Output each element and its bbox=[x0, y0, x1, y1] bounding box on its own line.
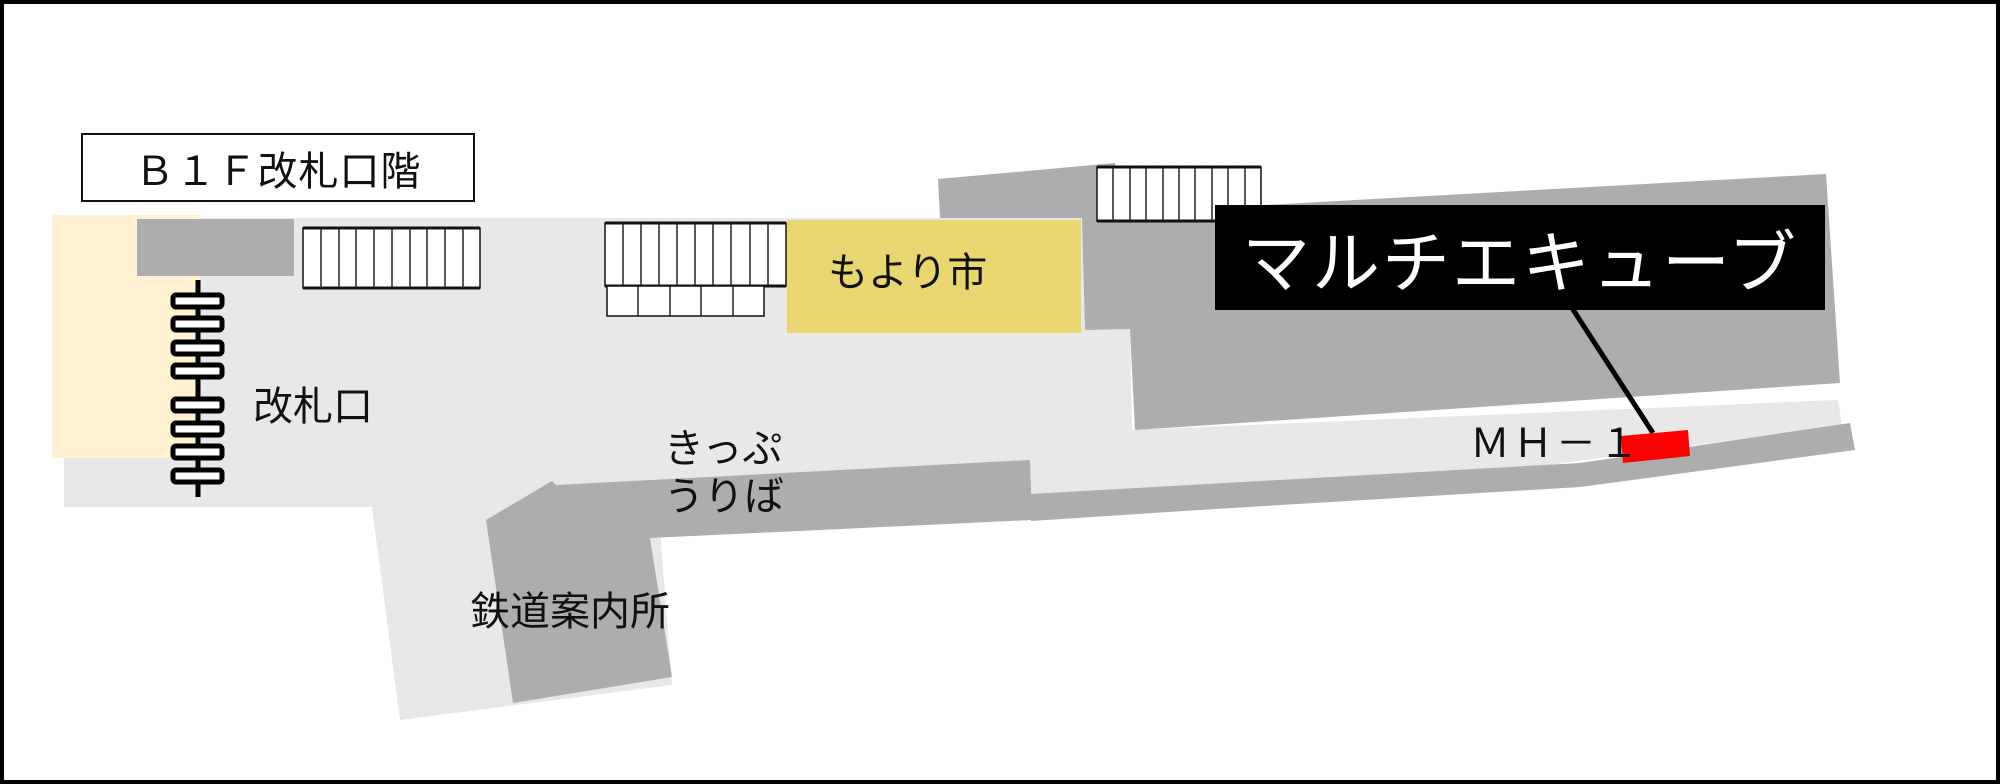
callout-multi-ecube[interactable]: マルチエキューブ bbox=[1215, 205, 1825, 310]
label-shop: もより市 bbox=[828, 250, 988, 296]
label-ticket-office-line2: うりば bbox=[664, 474, 784, 520]
label-ticket-office-line1: きっぷ bbox=[664, 426, 783, 472]
label-ticket-gate: 改札口 bbox=[253, 384, 373, 430]
stairs-left bbox=[302, 226, 481, 290]
label-ticket-office: きっぷ うりば bbox=[664, 425, 784, 521]
shop-moyori-ichi[interactable] bbox=[787, 220, 1081, 333]
stairs-center bbox=[604, 221, 787, 317]
label-railway-info: 鉄道案内所 bbox=[470, 589, 670, 635]
wall-ticket-office bbox=[486, 423, 1855, 703]
floor-label: Ｂ１Ｆ改札口階 bbox=[81, 133, 475, 202]
ticket-gates bbox=[170, 280, 225, 497]
marker-mh1[interactable] bbox=[1621, 430, 1690, 463]
callout-leader-line bbox=[1569, 306, 1656, 435]
wall-block-gate bbox=[137, 219, 294, 276]
label-marker: ＭＨ－１ bbox=[1470, 421, 1642, 467]
wall-corridor-lower bbox=[1030, 463, 1582, 521]
